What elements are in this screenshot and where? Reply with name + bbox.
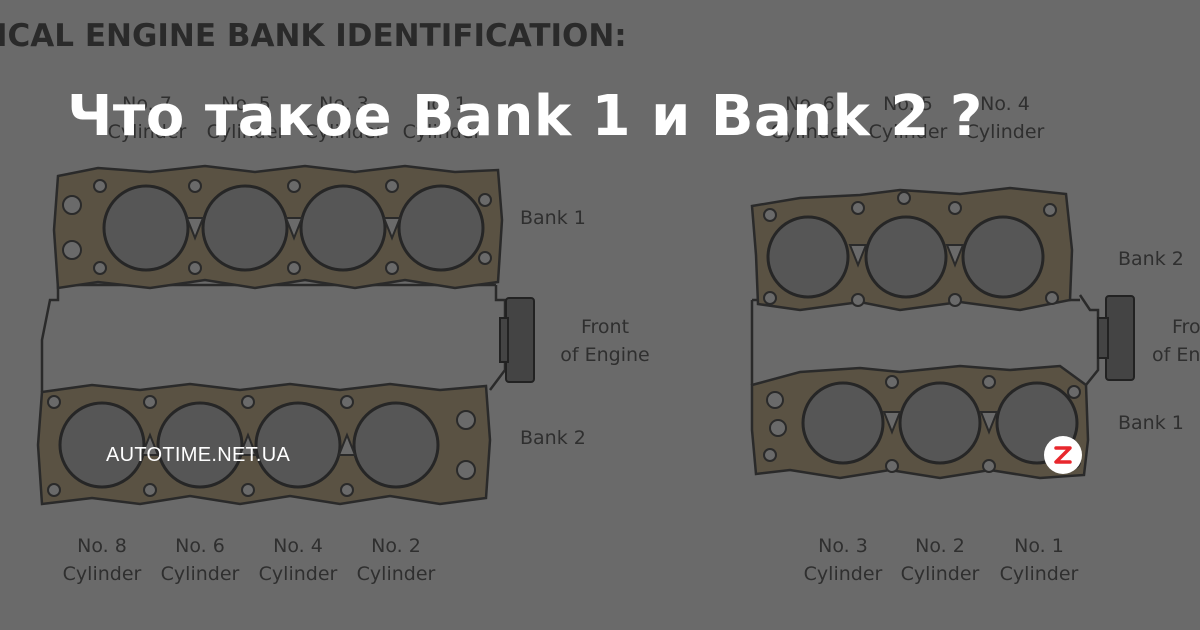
left-bottom-label-num: No. 4 — [273, 535, 323, 557]
left-top-label-num: No. 5 — [221, 93, 271, 115]
right-bottom-label-word: Cylinder — [1000, 563, 1079, 585]
left-top-label-word: Cylinder — [207, 121, 286, 143]
left-bottom-label-word: Cylinder — [259, 563, 338, 585]
left-front-label-line2: of Engine — [560, 344, 649, 366]
right-bank-bottom-label: Bank 1 — [1118, 412, 1184, 434]
left-top-cylinder-5 — [201, 184, 289, 272]
right-top-label-num: No. 5 — [883, 93, 933, 115]
right-top-holes — [763, 191, 1059, 307]
right-bottom-cylinder-labels: No. 3 Cylinder No. 2 Cylinder No. 1 Cyli… — [804, 535, 1079, 585]
right-bottom-label-num: No. 1 — [1014, 535, 1064, 557]
left-bottom-label-word: Cylinder — [357, 563, 436, 585]
left-engine-pulley — [505, 297, 535, 383]
right-top-label-word: Cylinder — [966, 121, 1045, 143]
left-top-cylinder-labels: No. 7 Cylinder No. 5 Cylinder No. 3 Cyli… — [108, 93, 482, 143]
left-top-cylinder-7 — [102, 184, 190, 272]
left-bottom-cylinder-labels: No. 8 Cylinder No. 6 Cylinder No. 4 Cyli… — [63, 535, 436, 585]
left-top-label-word: Cylinder — [305, 121, 384, 143]
right-bottom-cylinder-3 — [801, 381, 885, 465]
left-top-holes — [62, 179, 492, 275]
right-top-cylinder-6 — [766, 215, 850, 299]
left-bottom-label-word: Cylinder — [63, 563, 142, 585]
right-top-cylinder-labels: No. 6 Cylinder No. 5 Cylinder No. 4 Cyli… — [771, 93, 1045, 143]
right-bottom-label-word: Cylinder — [901, 563, 980, 585]
right-top-label-word: Cylinder — [771, 121, 850, 143]
left-bottom-label-num: No. 2 — [371, 535, 421, 557]
left-bottom-holes — [47, 395, 476, 497]
right-engine: No. 6 Cylinder No. 5 Cylinder No. 4 Cyli… — [750, 93, 1200, 585]
right-bottom-label-num: No. 2 — [915, 535, 965, 557]
right-front-label-line2: of Engine — [1152, 344, 1200, 366]
left-front-label-line1: Front — [581, 316, 629, 338]
left-bottom-cylinder-8 — [58, 401, 146, 489]
left-top-label-num: No. 1 — [417, 93, 467, 115]
right-bottom-label-num: No. 3 — [818, 535, 868, 557]
right-engine-block — [750, 294, 1100, 386]
left-bottom-cylinder-2 — [352, 401, 440, 489]
right-bottom-label-word: Cylinder — [804, 563, 883, 585]
right-top-cylinder-4 — [961, 215, 1045, 299]
left-top-cylinder-3 — [299, 184, 387, 272]
left-bank-bottom-label: Bank 2 — [520, 427, 586, 449]
left-bottom-label-num: No. 6 — [175, 535, 225, 557]
right-engine-pulley — [1105, 295, 1135, 381]
left-top-label-num: No. 3 — [319, 93, 369, 115]
site-watermark: AUTOTIME.NET.UA — [106, 444, 291, 466]
left-bank-top-label: Bank 1 — [520, 207, 586, 229]
left-engine: No. 7 Cylinder No. 5 Cylinder No. 3 Cyli… — [36, 93, 650, 585]
right-top-label-word: Cylinder — [869, 121, 948, 143]
left-bottom-label-word: Cylinder — [161, 563, 240, 585]
left-bottom-cylinder-6 — [156, 401, 244, 489]
right-front-label-line1: Front — [1172, 316, 1200, 338]
left-top-cylinder-1 — [397, 184, 485, 272]
right-top-label-num: No. 4 — [980, 93, 1030, 115]
right-bottom-cylinder-2 — [898, 381, 982, 465]
left-engine-block — [40, 285, 507, 392]
right-top-cylinder-5 — [864, 215, 948, 299]
left-top-label-word: Cylinder — [403, 121, 482, 143]
left-bottom-label-num: No. 8 — [77, 535, 127, 557]
left-top-label-word: Cylinder — [108, 121, 187, 143]
diagram-heading: ICAL ENGINE BANK IDENTIFICATION: — [0, 18, 627, 54]
zen-logo-icon — [1044, 436, 1082, 474]
left-bottom-cylinder-4 — [254, 401, 342, 489]
right-top-label-num: No. 6 — [785, 93, 835, 115]
right-bank-top-label: Bank 2 — [1118, 248, 1184, 270]
left-top-label-num: No. 7 — [122, 93, 172, 115]
article-title: Что такое Bank 1 и Bank 2 ? — [67, 84, 983, 149]
